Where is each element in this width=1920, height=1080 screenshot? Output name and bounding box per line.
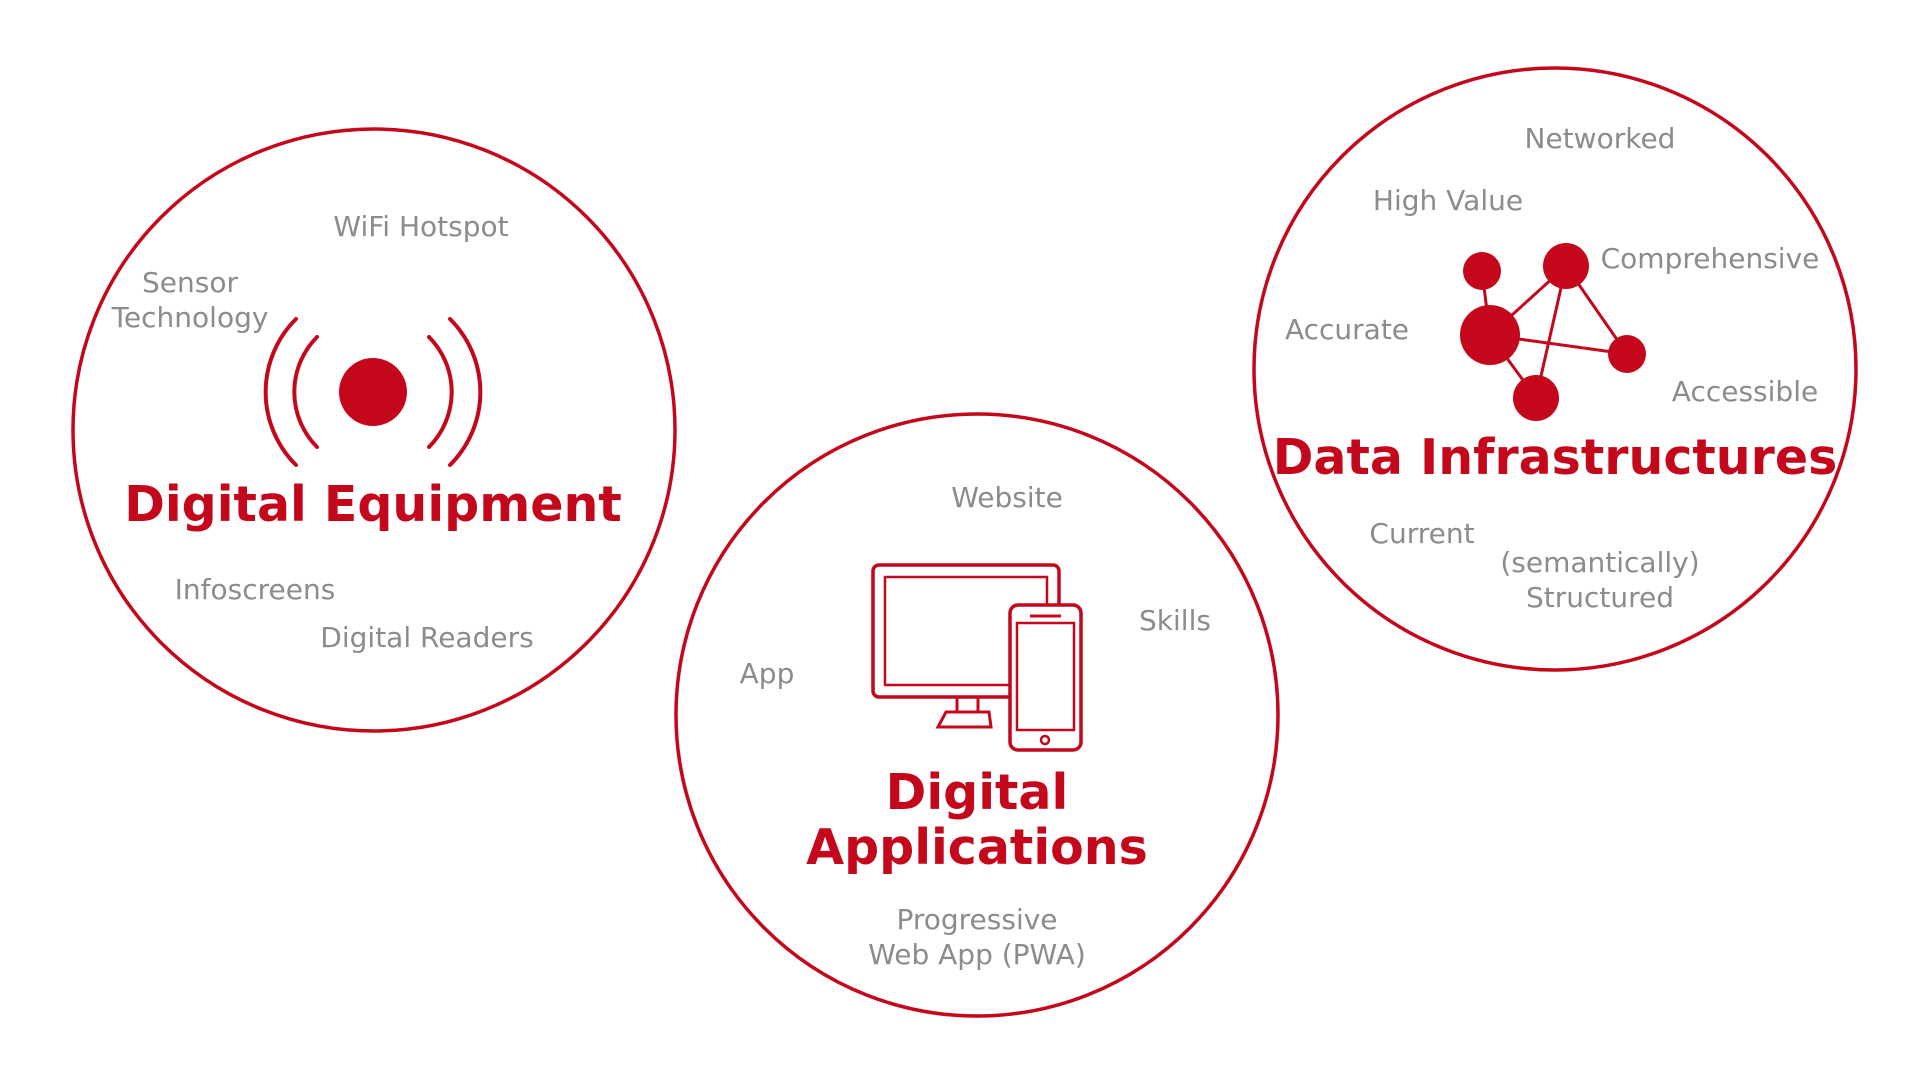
keyword-structured-line2: Structured <box>1526 581 1674 614</box>
keyword-app: App <box>740 657 795 690</box>
network-node <box>1460 305 1520 365</box>
digital-equipment-title: Digital Equipment <box>124 476 622 533</box>
signal-wave-left-outer <box>263 317 298 467</box>
keyword-sensor-line1: Sensor <box>142 266 238 299</box>
keyword-infoscreens: Infoscreens <box>175 573 336 606</box>
keyword-structured-line1: (semantically) <box>1500 546 1699 579</box>
keyword-networked: Networked <box>1525 122 1676 155</box>
digital-equipment-group: Digital Equipment WiFi Hotspot Sensor Te… <box>71 127 677 733</box>
data-infrastructures-circle <box>1252 66 1858 672</box>
data-infrastructures-group: Data Infrastructures Networked High Valu… <box>1252 66 1858 672</box>
keyword-digital-readers: Digital Readers <box>320 621 533 654</box>
digital-applications-circle <box>674 412 1280 1018</box>
network-node <box>1463 252 1501 290</box>
signal-wave-left-inner <box>292 335 319 449</box>
keyword-wifi-hotspot: WiFi Hotspot <box>333 210 508 243</box>
keyword-pwa-line2: Web App (PWA) <box>868 938 1086 971</box>
smartphone-icon <box>1008 603 1083 752</box>
keyword-pwa-line1: Progressive <box>896 903 1057 936</box>
digital-applications-title-line1: Digital <box>886 764 1069 821</box>
keyword-current: Current <box>1369 517 1474 550</box>
signal-center-dot <box>339 358 407 426</box>
signal-wave-right-outer <box>448 317 483 467</box>
devices-icon <box>871 563 1083 752</box>
signal-wave-right-inner <box>427 335 454 449</box>
keyword-comprehensive: Comprehensive <box>1601 242 1820 275</box>
digital-equipment-circle <box>71 127 677 733</box>
keyword-accessible: Accessible <box>1672 375 1818 408</box>
keyword-website: Website <box>951 481 1063 514</box>
keyword-accurate: Accurate <box>1285 313 1409 346</box>
keyword-high-value: High Value <box>1373 184 1523 217</box>
digital-applications-group: Digital Applications Website Skills App … <box>674 412 1280 1018</box>
keyword-sensor-line2: Technology <box>111 301 269 334</box>
network-graph-icon <box>1460 243 1646 421</box>
network-node <box>1608 335 1646 373</box>
digital-applications-title-line2: Applications <box>806 819 1148 876</box>
data-infrastructures-title: Data Infrastructures <box>1273 429 1838 486</box>
wifi-signal-icon <box>263 317 483 467</box>
network-node <box>1543 243 1589 289</box>
network-node <box>1513 375 1559 421</box>
keyword-skills: Skills <box>1139 604 1211 637</box>
